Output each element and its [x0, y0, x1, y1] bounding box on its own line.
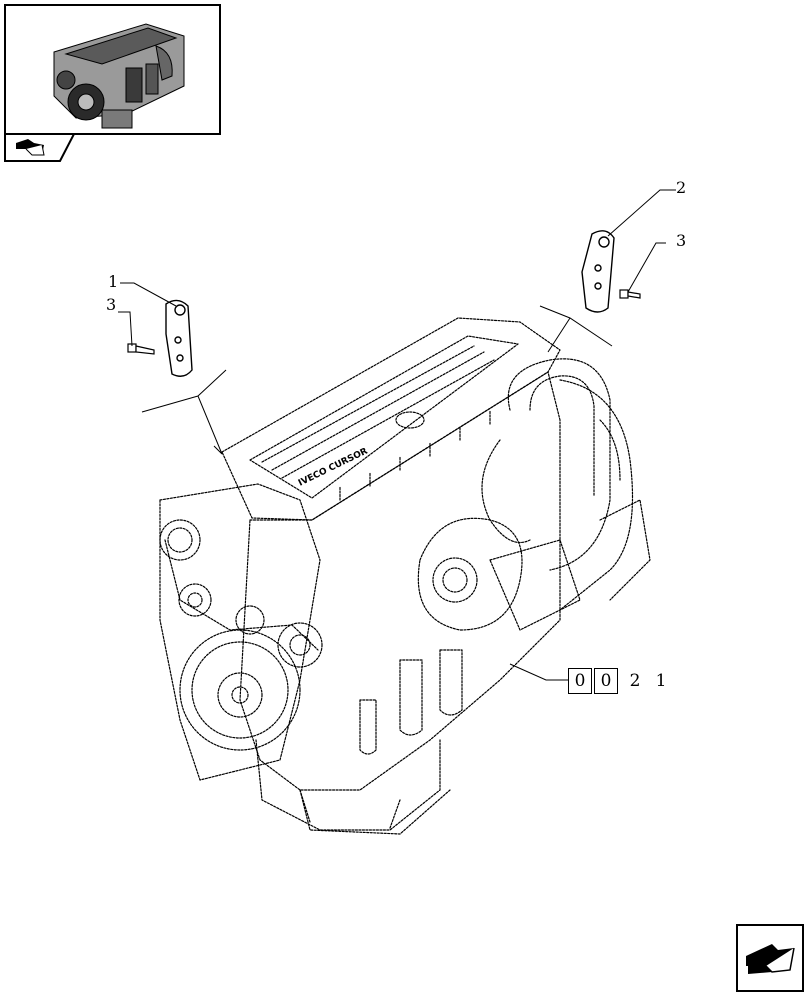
ref-digit: 1 [655, 671, 667, 691]
engine-thumbnail-icon [53, 23, 185, 129]
callout-2: 2 [676, 178, 687, 197]
callout-1: 1 [108, 272, 119, 291]
part-3-right-bolt [619, 289, 641, 299]
part-2-bracket [581, 230, 615, 313]
part-3-left-bolt [127, 343, 155, 355]
next-page-button[interactable] [736, 924, 804, 992]
ref-digit: 0 [594, 668, 618, 694]
callout-3-left: 3 [106, 295, 117, 314]
engine-thumbnail-frame[interactable] [4, 4, 221, 135]
next-page-arrow-icon [746, 944, 795, 974]
engine-outline [159, 317, 651, 835]
nav-arrow-icon [16, 139, 45, 156]
part-1-bracket [165, 299, 193, 377]
thumbnail-tab[interactable] [4, 133, 84, 165]
ref-digit: 2 [629, 671, 641, 691]
ref-digit: 0 [568, 668, 592, 694]
callout-3-right: 3 [676, 231, 687, 250]
leader-lines [118, 189, 676, 681]
